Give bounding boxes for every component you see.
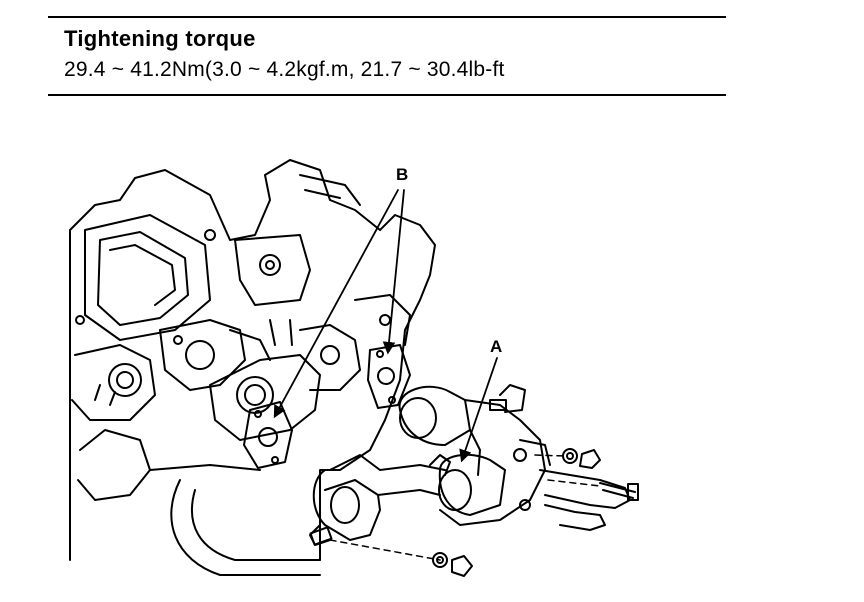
engine-thermostat-diagram: B A: [69, 159, 639, 577]
spec-value: 29.4 ~ 41.2Nm(3.0 ~ 4.2kgf.m, 21.7 ~ 30.…: [64, 58, 505, 81]
callout-b: B: [396, 165, 408, 184]
assembly-dashed-lines: [329, 454, 601, 561]
torque-spec-box: Tightening torque 29.4 ~ 41.2Nm(3.0 ~ 4.…: [48, 16, 726, 96]
gasket-upper: [367, 344, 411, 409]
leader-lines: [273, 189, 498, 463]
thermostat-housing: [398, 384, 631, 531]
water-pipe: [309, 454, 451, 546]
fasteners: [432, 448, 639, 577]
callout-a: A: [490, 337, 502, 356]
gasket-lower: [243, 401, 293, 469]
spec-title: Tightening torque: [64, 26, 256, 51]
